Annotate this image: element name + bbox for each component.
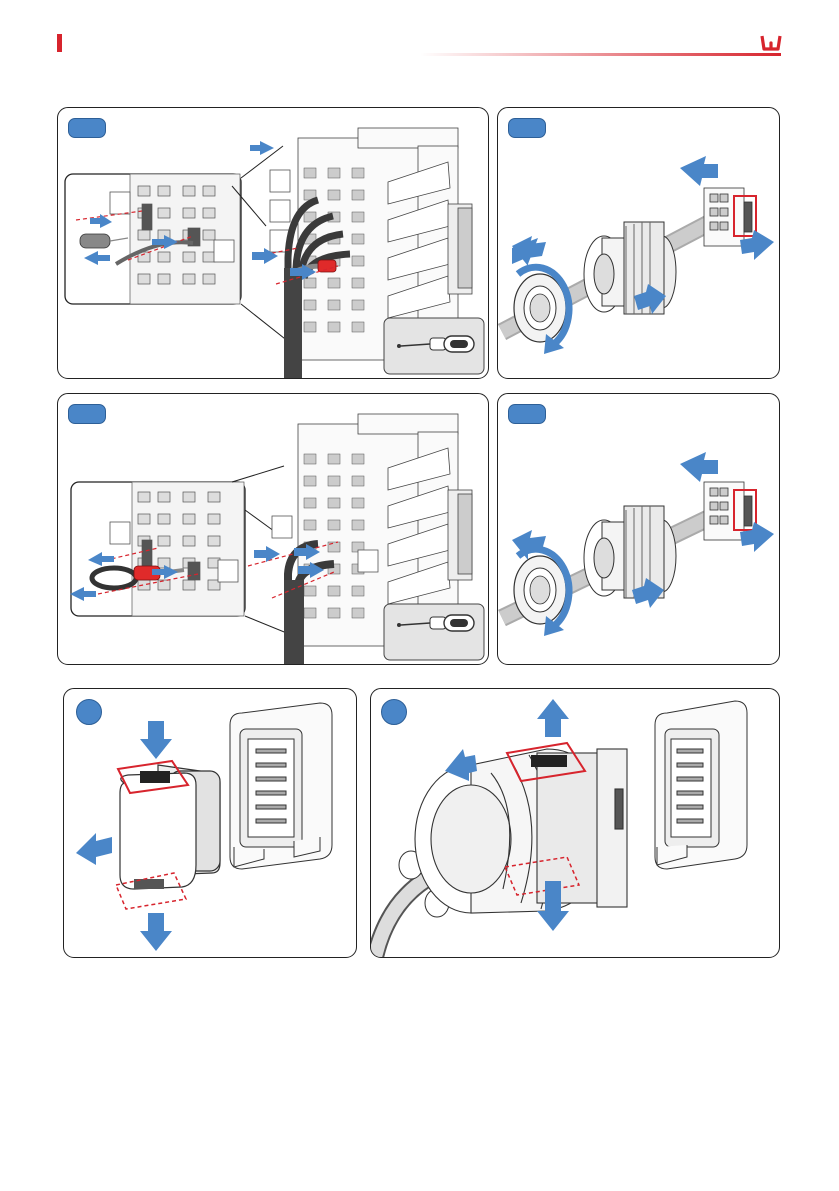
gland-nut xyxy=(514,274,566,342)
step-3-panel xyxy=(57,393,489,665)
step-1-panel xyxy=(57,107,489,379)
plug-body xyxy=(120,765,220,889)
step-3-illustration xyxy=(58,394,489,665)
step-2-panel xyxy=(497,107,780,379)
step-6-panel xyxy=(370,688,780,958)
step-1-illustration xyxy=(58,108,489,379)
step-5-illustration xyxy=(64,689,357,958)
brand-logo-icon xyxy=(760,34,782,52)
step-2-illustration xyxy=(498,108,780,379)
step-5-panel xyxy=(63,688,357,958)
step-4-panel xyxy=(497,393,780,665)
step-6-illustration xyxy=(371,689,780,958)
header-red-bar xyxy=(57,34,62,52)
gland-plug xyxy=(415,749,627,913)
step-4-illustration xyxy=(498,394,780,665)
inset-terminal-block xyxy=(130,174,240,304)
panel-receptacle xyxy=(230,703,332,869)
header-accent-line xyxy=(420,53,781,56)
